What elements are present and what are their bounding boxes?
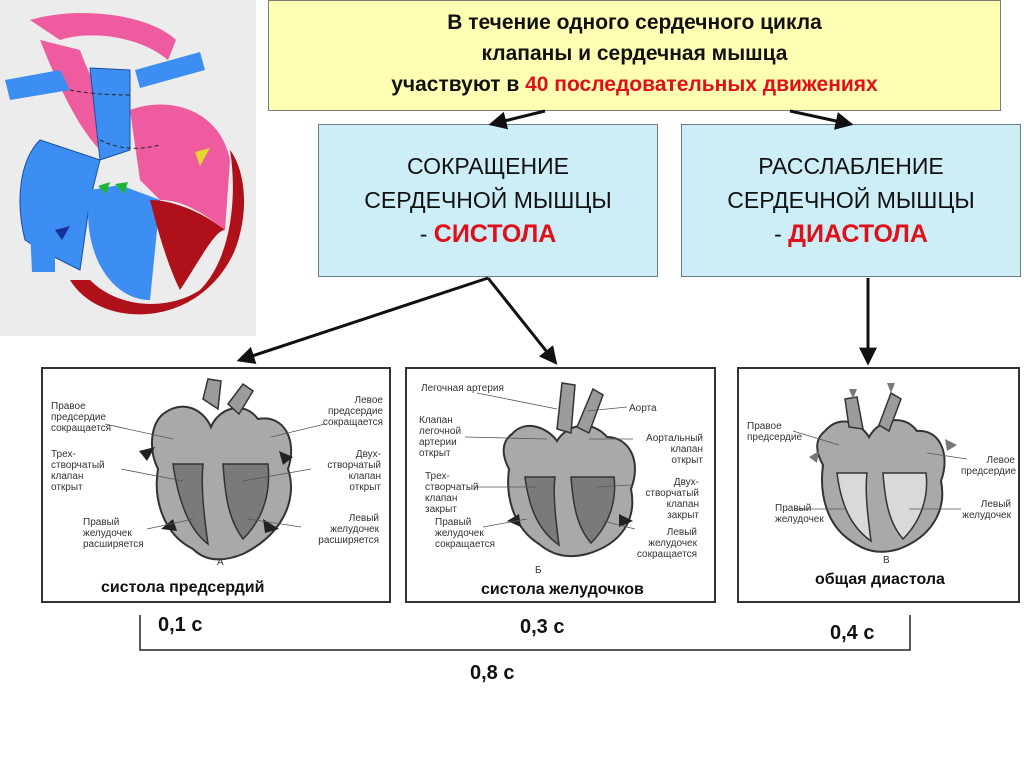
- label-a-left-atrium: Левое предсердие сокращается: [322, 395, 383, 428]
- arrow-header-diastole: [789, 109, 854, 130]
- panel-b-letter: Б: [535, 565, 542, 576]
- systole-line2: СЕРДЕЧНОЙ МЫШЦЫ: [364, 187, 612, 213]
- caption-atrial-systole: систола предсердий: [101, 579, 265, 596]
- label-a-right-atrium: Правое предсердие сокращается: [51, 401, 112, 434]
- label-c-right-ventricle: Правый желудочек: [775, 503, 824, 525]
- color-heart-illustration: [0, 0, 256, 336]
- systole-line1: СОКРАЩЕНИЕ: [407, 153, 569, 179]
- label-b-mitral: Двух-створчатый клапан закрыт: [645, 477, 699, 521]
- duration-diastole: 0,4 с: [830, 622, 875, 644]
- heart-c-illustration: [792, 383, 968, 553]
- arrow-to-ventricular-systole: [486, 277, 558, 365]
- header-line2: клапаны и сердечная мышца: [481, 42, 788, 65]
- heart-a-illustration: [104, 378, 326, 561]
- duration-total: 0,8 с: [470, 662, 515, 684]
- arrow-to-atrial-systole: [236, 276, 489, 365]
- diastole-box: РАССЛАБЛЕНИЕ СЕРДЕЧНОЙ МЫШЦЫ - ДИАСТОЛА: [681, 124, 1021, 277]
- label-a-right-ventricle: Правый желудочек расширяется: [83, 517, 144, 550]
- panel-c-letter: В: [883, 555, 890, 566]
- panel-ventricular-systole: Легочная артерия Аорта Клапан легочной а…: [405, 367, 716, 603]
- diastole-dash: -: [774, 221, 789, 247]
- heart-b-illustration: [464, 382, 636, 558]
- caption-ventricular-systole: систола желудочков: [481, 581, 644, 598]
- label-b-right-ventricle: Правый желудочек сокращается: [435, 517, 496, 550]
- duration-atrial: 0,1 с: [158, 614, 203, 636]
- arrow-header-systole: [488, 109, 546, 130]
- caption-general-diastole: общая диастола: [815, 571, 945, 588]
- systole-term-line: - СИСТОЛА: [319, 217, 657, 251]
- header-line3: участвуют в 40 последовательных движения…: [269, 69, 1000, 100]
- label-c-right-atrium: Правое предсердие: [747, 421, 803, 443]
- panel-general-diastole: Правое предсердие Левое предсердие Правы…: [737, 367, 1020, 603]
- header-line3-prefix: участвуют в: [391, 73, 526, 96]
- systole-term: СИСТОЛА: [433, 220, 557, 248]
- label-a-left-ventricle: Левый желудочек расширяется: [318, 513, 379, 546]
- duration-ventricular: 0,3 с: [520, 616, 565, 638]
- systole-box: СОКРАЩЕНИЕ СЕРДЕЧНОЙ МЫШЦЫ - СИСТОЛА: [318, 124, 658, 277]
- label-b-aortic-valve: Аортальный клапан открыт: [646, 433, 703, 466]
- systole-dash: -: [419, 221, 434, 247]
- label-b-pulmonary-valve: Клапан легочной артерии открыт: [419, 415, 462, 459]
- label-b-tricuspid: Трех-створчатый клапан закрыт: [425, 471, 479, 515]
- label-b-left-ventricle: Левый желудочек сокращается: [636, 527, 697, 560]
- diastole-line2: СЕРДЕЧНОЙ МЫШЦЫ: [727, 187, 975, 213]
- label-a-mitral: Двух-створчатый клапан открыт: [327, 449, 381, 493]
- diastole-term: ДИАСТОЛА: [788, 220, 928, 248]
- label-b-pulmonary-artery: Легочная артерия: [421, 383, 504, 394]
- panel-atrial-systole: Правое предсердие сокращается Левое пред…: [41, 367, 391, 603]
- label-a-tricuspid: Трех-створчатый клапан открыт: [51, 449, 105, 493]
- header-box: В течение одного сердечного цикла клапан…: [268, 0, 1001, 111]
- label-c-left-ventricle: Левый желудочек: [962, 499, 1011, 521]
- header-line1: В течение одного сердечного цикла: [447, 11, 822, 34]
- header-line3-highlight: 40 последовательных движениях: [525, 73, 878, 96]
- panel-a-letter: А: [217, 557, 224, 568]
- label-c-left-atrium: Левое предсердие: [961, 455, 1017, 477]
- diastole-term-line: - ДИАСТОЛА: [682, 217, 1020, 251]
- label-b-aorta: Аорта: [629, 403, 657, 414]
- diastole-line1: РАССЛАБЛЕНИЕ: [758, 153, 944, 179]
